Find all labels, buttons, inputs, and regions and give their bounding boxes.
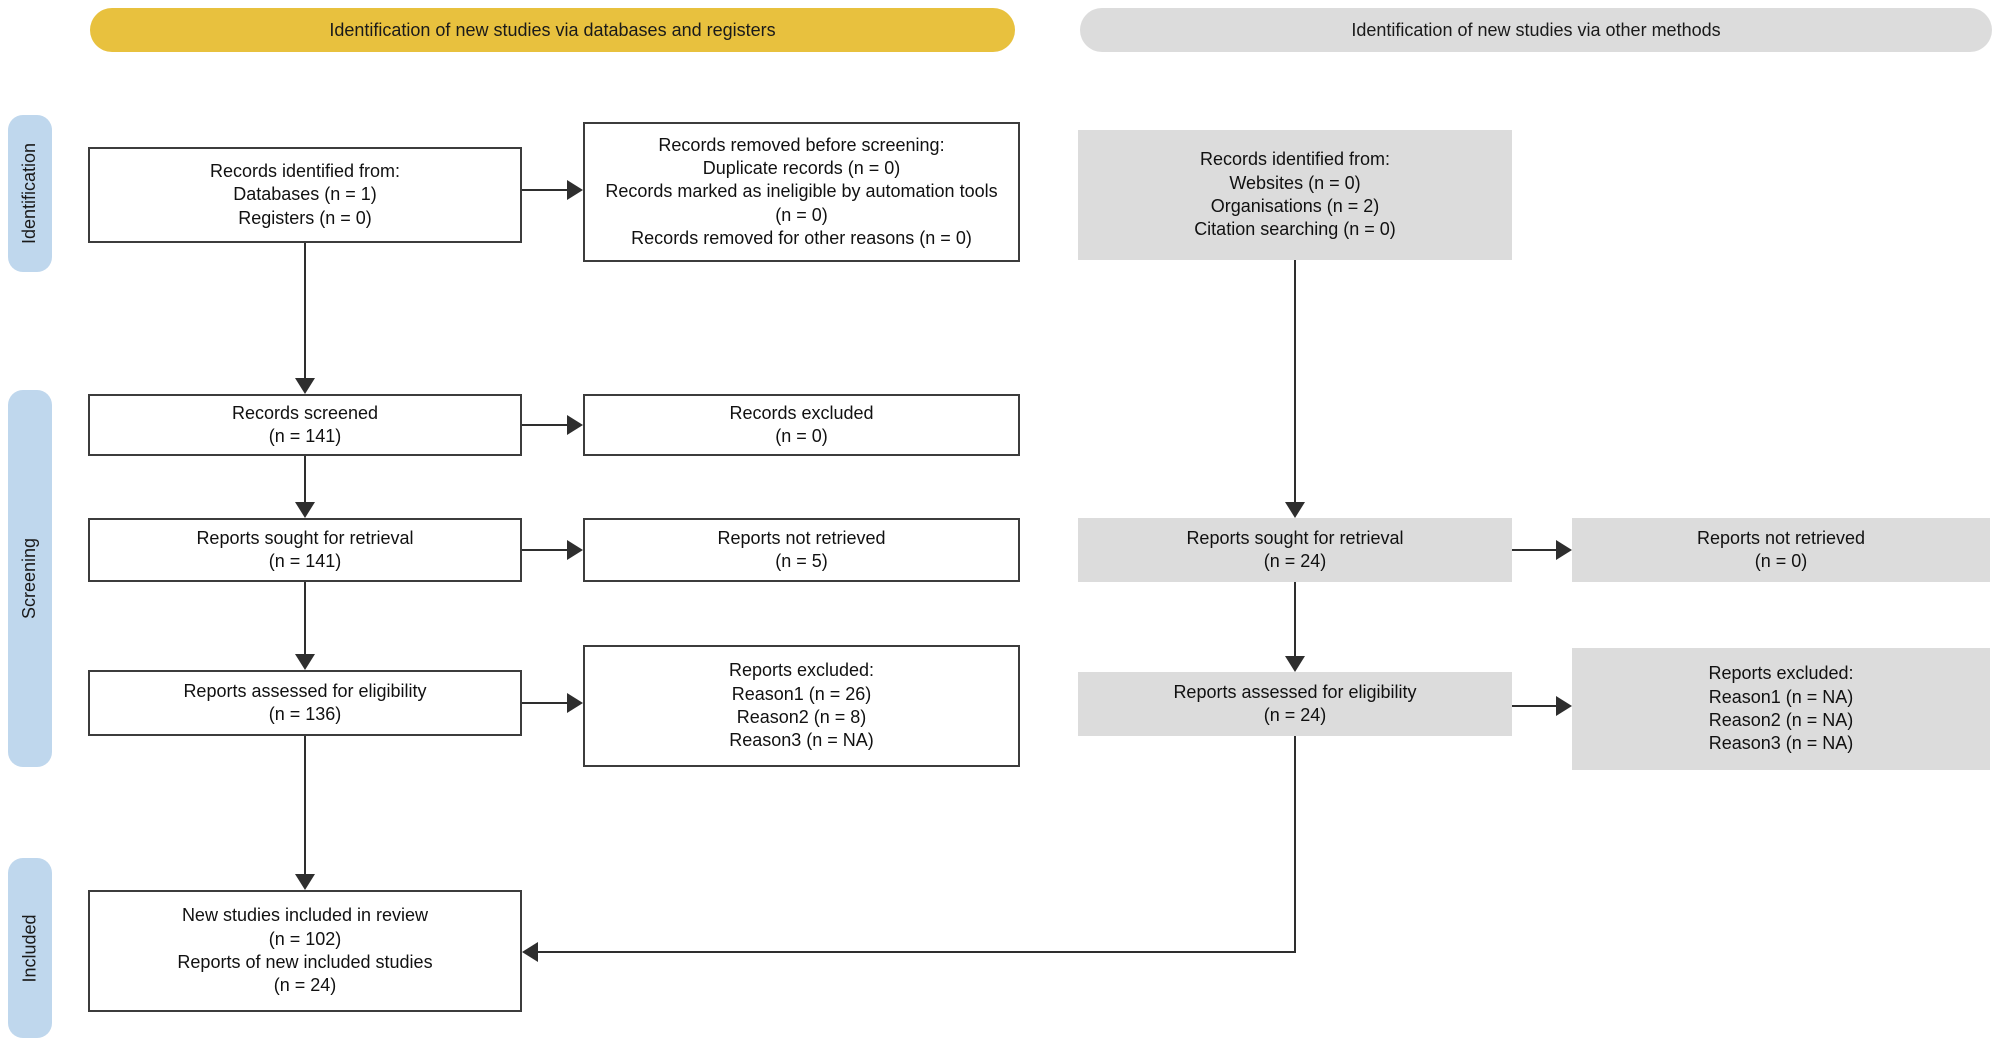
arrow-sought-other-to-notretrieved-line — [1512, 549, 1556, 551]
arrow-screened-to-sought-head — [295, 502, 315, 518]
box-text-line: Websites (n = 0) — [1229, 172, 1361, 193]
arrow-identified-to-removed-line — [522, 189, 568, 191]
box-text-line: Records removed for other reasons (n = 0… — [631, 228, 972, 249]
box-text-line: Databases (n = 1) — [233, 184, 377, 205]
box-text-line: Reports excluded: — [728, 660, 875, 681]
box-new-studies-included: New studies included in review (n = 102)… — [88, 890, 522, 1012]
banner-other-methods: Identification of new studies via other … — [1080, 8, 1992, 52]
arrow-other-to-included-head — [522, 942, 538, 962]
stage-screening: Screening — [8, 390, 52, 767]
arrow-assessed-to-included-line — [304, 736, 306, 876]
box-text-line: Reports of new included studies — [177, 952, 433, 972]
box-text-line: Records screened — [231, 402, 379, 423]
banner-other-methods-label: Identification of new studies via other … — [1351, 19, 1721, 40]
box-reports-excluded-databases: Reports excluded: Reason1 (n = 26) Reaso… — [583, 645, 1020, 767]
arrow-screened-to-excluded-head — [567, 415, 583, 435]
arrow-identified-to-screened-line — [304, 243, 306, 380]
box-text-line: Records identified from: — [1199, 149, 1391, 170]
box-text-line: (n = 136) — [268, 704, 342, 724]
box-reports-assessed-other: Reports assessed for eligibility (n = 24… — [1078, 672, 1512, 736]
box-text-line: Records removed before screening: — [658, 134, 945, 155]
banner-databases-registers: Identification of new studies via databa… — [90, 8, 1015, 52]
box-reports-assessed-databases: Reports assessed for eligibility (n = 13… — [88, 670, 522, 736]
arrow-other-to-included-vertical-line — [1294, 736, 1296, 952]
box-reports-sought-other: Reports sought for retrieval (n = 24) — [1078, 518, 1512, 582]
box-text-line: (n = 0) — [775, 426, 828, 446]
box-text-line: Organisations (n = 2) — [1210, 196, 1380, 216]
box-text-line: Reason3 (n = NA) — [1708, 733, 1854, 754]
box-text-line: Reason2 (n = NA) — [1708, 710, 1854, 730]
box-reports-sought-databases: Reports sought for retrieval (n = 141) — [88, 518, 522, 582]
box-text-line: Records excluded — [729, 402, 874, 423]
box-text-line: Records identified from: — [209, 160, 401, 181]
arrow-sought-other-to-notretrieved-head — [1556, 540, 1572, 560]
arrow-identified-to-screened-head — [295, 378, 315, 394]
arrow-sought-db-to-notretrieved-line — [522, 549, 568, 551]
box-text-line: (n = 141) — [268, 551, 342, 571]
arrow-assessed-to-included-head — [295, 874, 315, 890]
box-text-line: (n = 5) — [775, 551, 828, 571]
arrow-assessed-db-to-excluded-line — [522, 702, 568, 704]
stage-included: Included — [8, 858, 52, 1038]
stage-screening-label: Screening — [19, 537, 40, 620]
banner-databases-registers-label: Identification of new studies via databa… — [329, 19, 776, 40]
box-text-line: Reports assessed for eligibility — [183, 680, 427, 701]
box-text-line: (n = 24) — [1263, 551, 1327, 571]
arrow-sought-to-assessed-db-head — [295, 654, 315, 670]
box-text-line: (n = 24) — [1263, 705, 1327, 725]
box-text-line: Records marked as ineligible by automati… — [605, 181, 998, 225]
arrow-screened-to-excluded-line — [522, 424, 568, 426]
arrow-assessed-other-to-excluded-head — [1556, 696, 1572, 716]
box-text-line: Reports sought for retrieval — [1186, 527, 1404, 548]
box-records-identified-databases: Records identified from: Databases (n = … — [88, 147, 522, 243]
arrow-assessed-db-to-excluded-head — [567, 693, 583, 713]
box-text-line: (n = 141) — [268, 426, 342, 446]
box-text-line: Citation searching (n = 0) — [1194, 219, 1396, 240]
arrow-identified-other-to-sought-line — [1294, 260, 1296, 504]
box-text-line: Reports not retrieved — [717, 527, 886, 548]
arrow-sought-to-assessed-other-line — [1294, 582, 1296, 658]
box-text-line: Registers (n = 0) — [238, 207, 372, 228]
box-text-line: Reports assessed for eligibility — [1173, 681, 1417, 702]
box-text-line: Reason1 (n = 26) — [731, 683, 872, 704]
stage-identification: Identification — [8, 115, 52, 272]
arrow-sought-to-assessed-db-line — [304, 582, 306, 656]
arrow-other-to-included-horizontal-line — [538, 951, 1296, 953]
arrow-screened-to-sought-line — [304, 456, 306, 504]
box-text-line: Reason3 (n = NA) — [729, 730, 874, 751]
box-text-line: Reason1 (n = NA) — [1708, 686, 1854, 707]
box-text-line: Reports sought for retrieval — [196, 527, 414, 548]
box-text-line: (n = 0) — [1754, 551, 1808, 571]
box-reports-excluded-other: Reports excluded: Reason1 (n = NA) Reaso… — [1572, 648, 1990, 770]
box-text-line: Duplicate records (n = 0) — [702, 157, 901, 178]
box-records-removed-before-screening: Records removed before screening: Duplic… — [583, 122, 1020, 262]
box-reports-not-retrieved-databases: Reports not retrieved (n = 5) — [583, 518, 1020, 582]
box-text-line: Reason2 (n = 8) — [736, 707, 867, 727]
box-text-line: Reports excluded: — [1708, 663, 1854, 684]
stage-included-label: Included — [19, 913, 40, 983]
stage-identification-label: Identification — [19, 142, 40, 245]
arrow-sought-to-assessed-other-head — [1285, 656, 1305, 672]
box-text-line: (n = 102) — [268, 928, 342, 949]
box-text-line: New studies included in review — [181, 905, 429, 926]
box-text-line: Reports not retrieved — [1696, 527, 1866, 548]
box-records-screened: Records screened (n = 141) — [88, 394, 522, 456]
box-text-line: (n = 24) — [273, 975, 337, 996]
arrow-sought-db-to-notretrieved-head — [567, 540, 583, 560]
arrow-assessed-other-to-excluded-line — [1512, 705, 1556, 707]
box-reports-not-retrieved-other: Reports not retrieved (n = 0) — [1572, 518, 1990, 582]
box-records-excluded: Records excluded (n = 0) — [583, 394, 1020, 456]
box-records-identified-other: Records identified from: Websites (n = 0… — [1078, 130, 1512, 260]
arrow-identified-other-to-sought-head — [1285, 502, 1305, 518]
arrow-identified-to-removed-head — [567, 180, 583, 200]
